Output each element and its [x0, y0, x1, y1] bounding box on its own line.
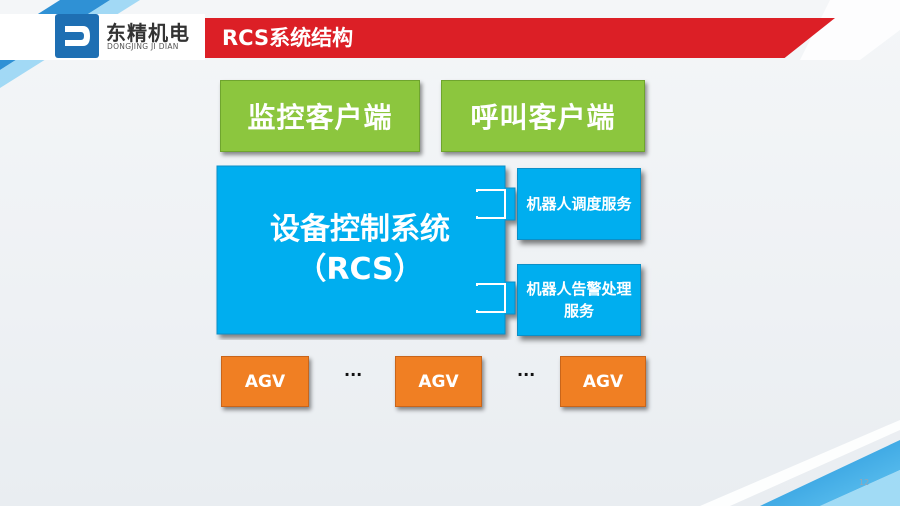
agv-label: AGV — [244, 371, 286, 392]
rcs-title-line2: （RCS） — [296, 252, 424, 287]
page-number: 12 — [859, 478, 870, 487]
logo-icon — [55, 14, 99, 58]
ellipsis: ··· — [517, 365, 536, 384]
title-bar — [205, 18, 835, 58]
alarm-service-label: 机器人告警处理服务 — [526, 280, 632, 320]
dispatch-service-box: 机器人调度服务 — [517, 168, 641, 240]
brand-name: 东精机电 — [106, 21, 190, 45]
dispatch-service-label: 机器人调度服务 — [526, 195, 632, 213]
brand-subtitle: DONGJING JI DIAN — [107, 42, 179, 51]
header-logo-area — [0, 14, 205, 60]
call-client-label: 呼叫客户端 — [470, 101, 616, 134]
rcs-title-line1: 设备控制系统 — [270, 212, 450, 247]
rcs-main-box: 设备控制系统 （RCS） — [225, 200, 495, 300]
call-client-box: 呼叫客户端 — [441, 80, 645, 152]
agv-box: AGV — [221, 356, 309, 407]
page-title: RCS系统结构 — [222, 26, 354, 50]
agv-box: AGV — [395, 356, 482, 407]
ellipsis: ··· — [344, 365, 363, 384]
agv-label: AGV — [582, 371, 624, 392]
agv-box: AGV — [560, 356, 646, 407]
rcs-box-shape — [216, 165, 516, 335]
logo-letters: RC — [18, 22, 50, 47]
monitor-client-box: 监控客户端 — [220, 80, 420, 152]
alarm-service-box: 机器人告警处理服务 — [517, 264, 641, 336]
monitor-client-label: 监控客户端 — [247, 101, 393, 134]
agv-label: AGV — [418, 371, 459, 392]
